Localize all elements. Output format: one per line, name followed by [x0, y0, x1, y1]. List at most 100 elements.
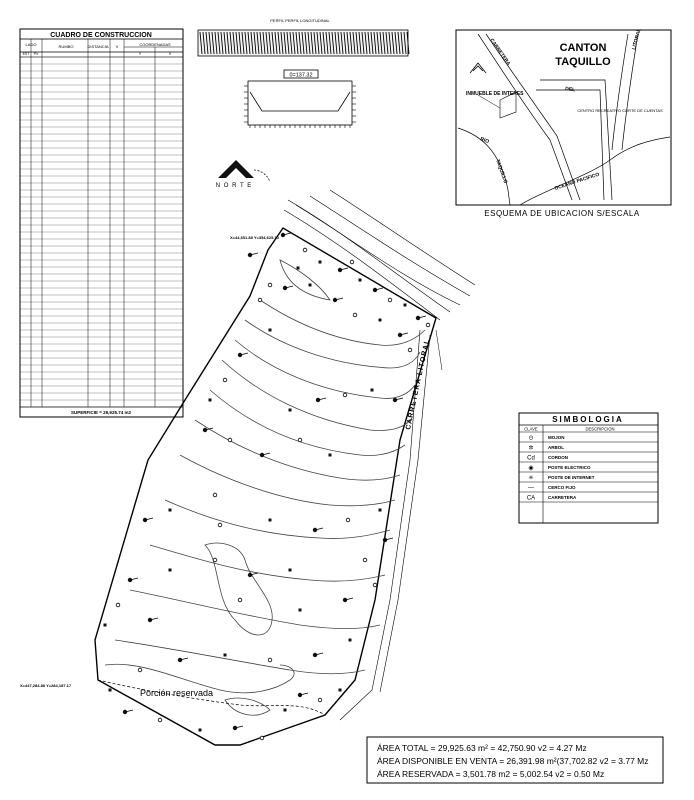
profile-hatch-line — [337, 31, 341, 55]
post-symbol — [222, 377, 228, 383]
legend-desc: MOJON — [548, 435, 565, 440]
marker-symbol — [208, 398, 212, 402]
profile-hatch-line — [259, 31, 263, 55]
profile-hatch-line — [268, 31, 272, 55]
coord-top: X=44,651.88 Y=354,625.10 — [230, 235, 280, 240]
col-pv: PV — [34, 52, 39, 56]
profile-hatch-line — [304, 31, 308, 55]
marker-symbol — [168, 508, 172, 512]
profile-hatch-line — [208, 31, 212, 55]
marker-symbol — [378, 508, 382, 512]
post-symbol — [257, 297, 263, 303]
legend-clave: ✲ — [528, 445, 533, 452]
post-symbol — [267, 657, 273, 663]
table-rows — [20, 56, 183, 401]
post-symbol — [302, 247, 308, 253]
marker-symbol — [338, 688, 342, 692]
post-symbol — [425, 322, 431, 328]
profile-hatch-line — [244, 31, 248, 55]
col-rumbo: RUMBO — [59, 44, 74, 49]
profile-hatch-line — [328, 31, 332, 55]
profile-hatch-line — [376, 31, 380, 55]
sketch-litoral: LITORAL — [631, 28, 642, 50]
col-distancia: DISTANCIA — [87, 44, 108, 49]
post-symbol — [212, 557, 218, 563]
marker-symbol — [168, 568, 172, 572]
col-y: Y — [139, 52, 142, 56]
col-coordenadas: COORDENADAS — [139, 42, 171, 47]
post-symbol — [362, 557, 368, 563]
profile-hatch-line — [265, 31, 269, 55]
coord-left: X=447,284.88 Y=284,187.17 — [20, 683, 72, 688]
marker-symbol — [283, 708, 287, 712]
post-symbol — [342, 392, 348, 398]
tree-leader — [179, 657, 189, 661]
profile-hatch-line — [217, 31, 221, 55]
tree-leader — [344, 597, 354, 601]
tree-leader — [204, 427, 214, 431]
profile-hatch-line — [331, 31, 335, 55]
post-symbol — [237, 597, 243, 603]
sketch-centro: CENTRO RECREATIVO CORTE DE CUENTAS — [577, 108, 663, 113]
profile-hatch-line — [202, 31, 206, 55]
profile-hatch-line — [247, 31, 251, 55]
tree-leader — [129, 577, 139, 581]
post-symbol — [349, 259, 355, 265]
profile-hatch-line — [235, 31, 239, 55]
legend-desc: CERCO FIJO — [548, 485, 576, 490]
legend-desc: CARRETERA — [548, 495, 577, 500]
simbologia-title: SIMBOLOGIA — [552, 415, 624, 424]
tree-leader — [399, 332, 409, 336]
marker-symbol — [108, 688, 112, 692]
sketch-rio: RIO — [479, 136, 490, 145]
profile-hatch-line — [226, 31, 230, 55]
tree-leader — [282, 232, 292, 236]
tree-leader — [417, 315, 427, 319]
marker-symbol — [296, 266, 300, 270]
profile-hatch-line — [400, 31, 404, 55]
sketch-caption: ESQUEMA DE UBICACION S/ESCALA — [484, 209, 640, 218]
marker-symbol — [288, 408, 292, 412]
tree-leader — [249, 252, 259, 256]
profile-title: PERFIL PERFIL LONGITUDINAL — [270, 18, 330, 23]
profile-hatch-line — [232, 31, 236, 55]
profile-hatch-line — [262, 31, 266, 55]
tree-leader — [314, 652, 324, 656]
legend-desc: POSTE ELECTRICO — [548, 465, 591, 470]
marker-symbol — [298, 608, 302, 612]
post-symbol — [212, 492, 218, 498]
profile-hatch-line — [343, 31, 347, 55]
profile-hatch-line — [352, 31, 356, 55]
post-symbol — [259, 735, 265, 741]
post-symbol — [267, 282, 273, 288]
legend-clave: Cd — [527, 456, 535, 462]
profile-hatch-line — [271, 31, 275, 55]
post-symbol — [137, 667, 143, 673]
profile-hatch-line — [361, 31, 365, 55]
profile-hatch-line — [340, 31, 344, 55]
tree-leader — [394, 397, 404, 401]
profile-hatch-line — [220, 31, 224, 55]
profile-hatch-line — [370, 31, 374, 55]
profile-hatch-line — [229, 31, 233, 55]
simbologia-col-desc: DESCRIPCION — [585, 427, 614, 432]
table-title: CUADRO DE CONSTRUCCION — [50, 32, 152, 39]
profile-hatch-line — [211, 31, 215, 55]
profile-hatch-line — [385, 31, 389, 55]
tree-leader — [384, 537, 394, 541]
legend-clave: ✳ — [528, 475, 533, 482]
profile-drawing: PERFIL PERFIL LONGITUDINAL 0=137.32 — [197, 18, 410, 128]
marker-symbol — [268, 518, 272, 522]
marker-symbol — [198, 728, 202, 732]
marker-symbol — [288, 568, 292, 572]
profile-hatch-line — [298, 31, 302, 55]
marker-symbol — [370, 388, 374, 392]
area-total: ÁREA TOTAL = 29,925.63 m² = 42,750.90 v2… — [377, 743, 587, 753]
profile-hatch-line — [388, 31, 392, 55]
tree-leader — [339, 267, 349, 271]
tree-leader — [299, 692, 309, 696]
north-label: N O R T E — [216, 183, 252, 189]
profile-hatch-line — [394, 31, 398, 55]
profile-hatch-line — [250, 31, 254, 55]
